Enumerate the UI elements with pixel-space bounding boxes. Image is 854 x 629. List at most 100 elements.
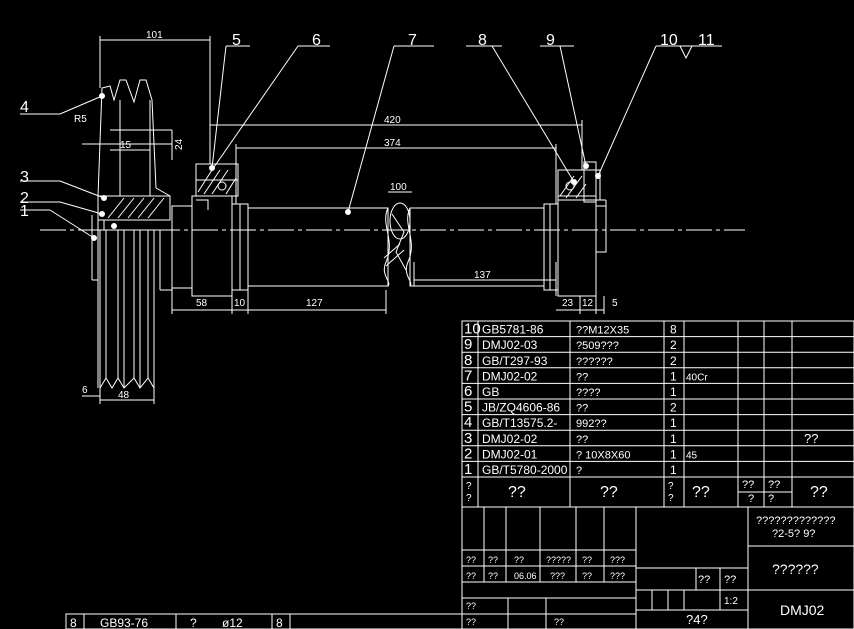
bom-cell-no: 9 — [464, 336, 472, 353]
bom-cell-name: ?? — [576, 434, 588, 446]
tb-r4-c2: ?? — [554, 617, 564, 627]
bom-cell-no: 10 — [464, 321, 481, 338]
bom-cell-name: ? 10X8X60 — [576, 449, 630, 461]
title-block-right: ????????????? ?2-5? 9? ?????? ?? ?? 1:2 … — [686, 515, 836, 627]
tb-mid-1: ?? — [698, 574, 710, 586]
bom-cell-qty: 2 — [670, 338, 677, 352]
tb-r2-c2: ?? — [488, 571, 498, 581]
bom-header-col-c: ? — [748, 493, 754, 505]
dim-6: 6 — [82, 385, 88, 396]
tb-sheet: ?4? — [686, 612, 708, 627]
dim-24: 24 — [174, 138, 185, 150]
bom-header-note: ?? — [810, 484, 828, 501]
strip-name: ? — [190, 616, 197, 629]
tb-r1-c1: ?? — [466, 555, 476, 565]
leader-dots — [91, 93, 601, 241]
bom-header-qty-2: ? — [668, 493, 674, 504]
bom-cell-no: 2 — [464, 445, 472, 462]
dim-127: 127 — [306, 298, 323, 309]
bom-cell-name: ?? — [576, 403, 588, 415]
callout-labels: 3 2 1 4 5 6 7 8 9 10 11 — [20, 32, 715, 220]
strip-code: GB93-76 — [100, 616, 148, 629]
dim-48: 48 — [118, 390, 130, 401]
leader-lines — [20, 45, 722, 239]
callout-9: 9 — [546, 32, 555, 49]
dim-5: 5 — [612, 298, 618, 309]
pulley — [91, 79, 172, 389]
bom-cell-no: 6 — [464, 383, 472, 400]
tb-r1-c6: ??? — [610, 555, 625, 565]
bom-header-name: ?? — [600, 484, 618, 501]
dim-12: 12 — [582, 298, 594, 309]
bom-cell-code: GB/T297-93 — [482, 354, 548, 368]
dimension-lines — [82, 36, 605, 404]
bom-cell-no: 8 — [464, 352, 472, 369]
bom-cell-mat: 40Cr — [686, 372, 708, 383]
tb-r2-c4: ??? — [550, 571, 565, 581]
bom-cell-code: GB5781-86 — [482, 323, 544, 337]
bom-cell-qty: 1 — [670, 416, 677, 430]
bom-cell-code: DMJ02-02 — [482, 432, 538, 446]
dim-101: 101 — [146, 30, 163, 41]
dimension-labels: 101 420 374 100 137 58 10 127 23 12 5 6 … — [74, 30, 618, 401]
bom-cell-name: ?509??? — [576, 340, 619, 352]
bom-header-material: ?? — [692, 484, 710, 501]
tb-r3-c1: ?? — [466, 601, 476, 611]
bom-header-no: ? — [466, 481, 472, 492]
tb-mid-2: ?? — [724, 574, 736, 586]
dim-420: 420 — [384, 115, 401, 126]
title-block-grid — [461, 506, 854, 629]
dim-100: 100 — [390, 182, 407, 193]
tb-drawing-no: DMJ02 — [780, 602, 825, 618]
callout-4: 4 — [20, 99, 29, 116]
bom-cell-qty: 1 — [670, 447, 677, 461]
bom-cell-name: ???? — [576, 387, 600, 399]
callout-3: 3 — [20, 169, 29, 186]
bom-cell-no: 5 — [464, 399, 472, 416]
bom-header-col-b: ?? — [768, 479, 780, 491]
bom-cell-code: JB/ZQ4606-86 — [482, 401, 560, 415]
callout-2: 2 — [20, 190, 29, 207]
callout-11: 11 — [698, 32, 715, 49]
dim-58: 58 — [196, 298, 208, 309]
tb-r2-c6: ??? — [610, 571, 625, 581]
strip-spec: ø12 — [222, 616, 243, 629]
title-block-text: ?? ?? ?? ????? ?? ??? ?? ?? 06.06 ??? ??… — [466, 555, 625, 627]
tb-r1-c2: ?? — [488, 555, 498, 565]
bom-cell-qty: 8 — [670, 323, 677, 337]
bom-cell-code: DMJ02-02 — [482, 369, 538, 383]
dim-15: 15 — [120, 140, 132, 151]
bom-header-col-d: ? — [768, 493, 774, 505]
tb-title: ?????? — [772, 561, 819, 577]
bom-cell-name: ? — [576, 465, 582, 477]
tb-info-1: ????????????? — [756, 515, 836, 527]
tb-r2-c3: 06.06 — [514, 571, 537, 581]
callout-1: 1 — [20, 203, 29, 220]
dim-10: 10 — [234, 298, 246, 309]
dim-23: 23 — [562, 298, 574, 309]
bom-cell-name: ?????? — [576, 356, 613, 368]
bom-header-col-a: ?? — [742, 479, 754, 491]
bom-cell-name: ??M12X35 — [576, 325, 629, 337]
bom-cell-qty: 2 — [670, 354, 677, 368]
tb-r2-c1: ?? — [466, 571, 476, 581]
strip-no: 8 — [70, 616, 77, 629]
bom-cell-name: 992?? — [576, 418, 607, 430]
shaft — [171, 195, 607, 297]
strip-qty: 8 — [276, 616, 283, 629]
bom-cell-mat: 45 — [686, 450, 698, 461]
bom-header-code: ?? — [508, 484, 526, 501]
left-bearing-housing — [195, 163, 239, 210]
bom-header-no-2: ? — [466, 493, 472, 504]
bom-header-qty: ? — [668, 481, 674, 492]
callout-5: 5 — [232, 32, 241, 49]
callout-8: 8 — [478, 32, 487, 49]
bom-cell-code: GB — [482, 385, 499, 399]
tb-r1-c4: ????? — [546, 555, 571, 565]
bom-header: ? ? ?? ?? ? ? ?? ?? ?? ? ? ?? — [466, 479, 828, 505]
tb-info-2: ?2-5? 9? — [772, 528, 815, 540]
tb-r4-c1: ?? — [466, 617, 476, 627]
right-bearing-housing — [557, 161, 607, 252]
